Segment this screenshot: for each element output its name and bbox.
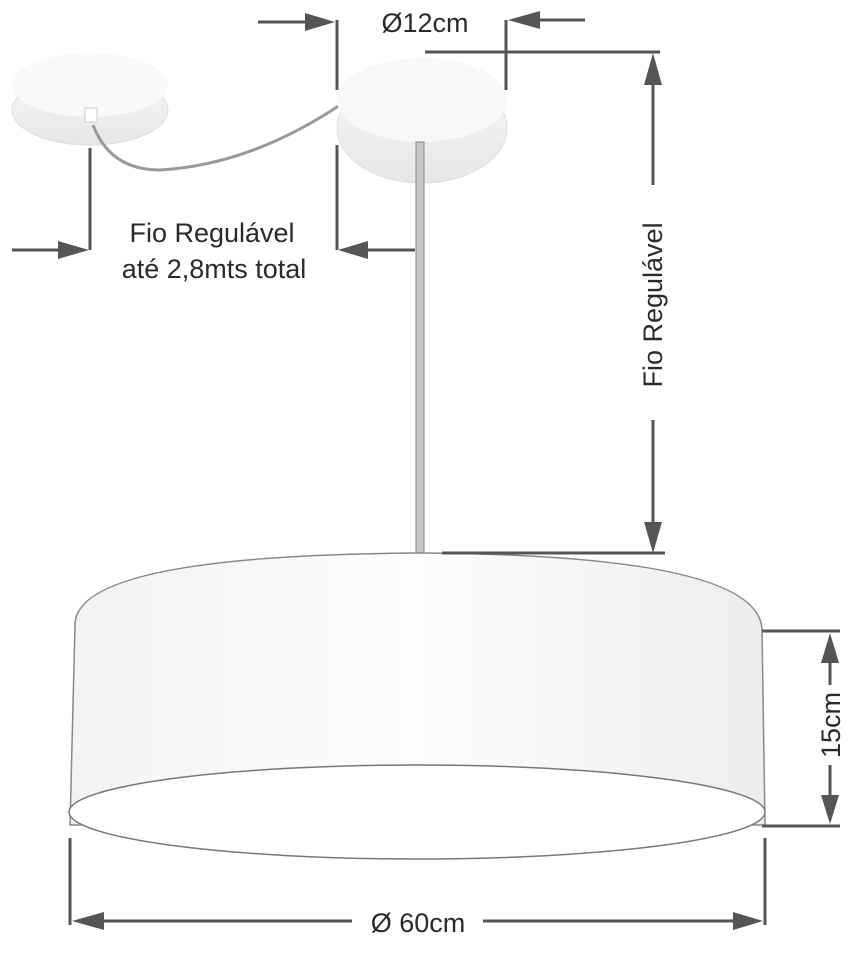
cable-height-label: Fio Regulável	[638, 222, 668, 387]
shade-diameter-label: Ø 60cm	[371, 908, 466, 938]
shade-height-dimension	[762, 629, 840, 828]
right-canopy	[336, 58, 508, 184]
cable-height-dimension	[442, 53, 665, 555]
cable-length-dimension	[12, 148, 415, 259]
suspension-cable	[415, 141, 425, 555]
connecting-cable	[91, 103, 341, 172]
canopy-diameter-label: Ø12cm	[381, 8, 468, 38]
cable-length-label-line1: Fio Regulável	[129, 218, 294, 248]
lamp-shade	[68, 552, 766, 860]
left-canopy	[11, 53, 169, 146]
cable-length-label-line2: até 2,8mts total	[122, 254, 307, 284]
shade-height-label: 15cm	[816, 692, 846, 758]
shade-diameter-dimension	[68, 838, 767, 930]
canopy-diameter-dimension	[258, 11, 660, 250]
